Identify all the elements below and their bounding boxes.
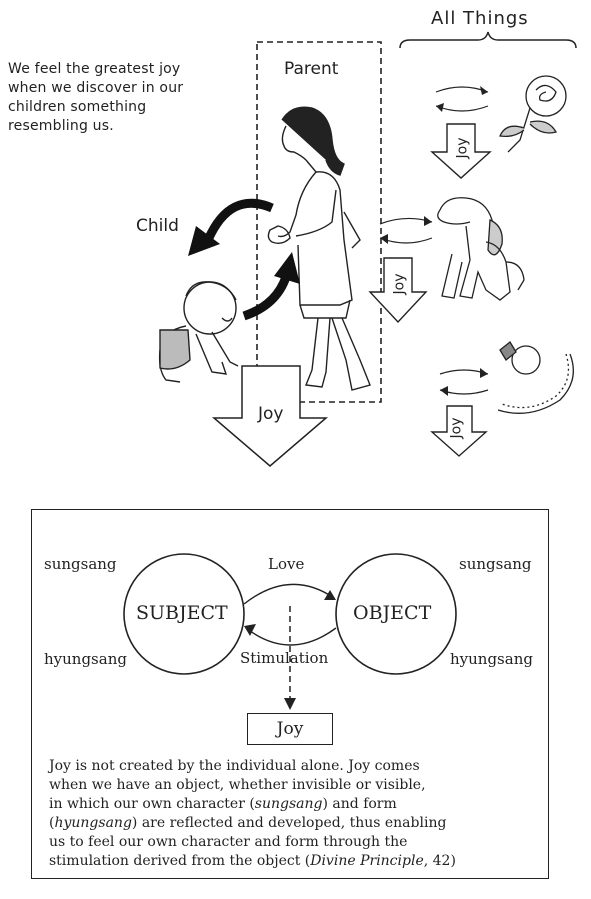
mother-figure-icon <box>267 106 371 391</box>
object-sungsang-label: sungsang <box>459 555 532 573</box>
joy-box: Joy <box>247 713 333 745</box>
all-things-label: All Things <box>431 8 529 29</box>
caption-line-4: (hyungsang) are reflected and developed,… <box>49 815 447 831</box>
rose-icon <box>499 75 567 153</box>
caption-line-1: Joy is not created by the individual alo… <box>49 758 420 774</box>
baby-figure-icon <box>158 281 239 383</box>
subject-object-panel <box>31 509 549 879</box>
parent-label: Parent <box>284 59 339 79</box>
joy-arrow-dog <box>368 257 428 324</box>
child-curved-arrow-bottom-head <box>274 252 300 284</box>
child-curved-arrow-top-head <box>188 226 220 256</box>
subject-hyungsang-label: hyungsang <box>44 650 127 668</box>
object-circle <box>335 553 457 675</box>
caption-text: Joy is not created by the individual alo… <box>49 757 539 871</box>
joy-big-arrow <box>211 365 329 467</box>
joy-jewelry-label: Joy <box>448 417 465 439</box>
object-label: OBJECT <box>353 602 432 624</box>
stimulation-arrowhead <box>244 624 256 636</box>
child-label: Child <box>136 216 179 236</box>
love-arrow <box>243 583 335 605</box>
joy-arrow-rose <box>430 123 492 179</box>
rose-exchange-arrow-top <box>435 86 489 93</box>
stimulation-arrow <box>245 627 337 646</box>
caption-line-6: stimulation derived from the object (Div… <box>49 853 456 869</box>
all-things-brace <box>399 31 577 49</box>
intro-text: We feel the greatest joy when we discove… <box>8 61 184 134</box>
joy-big-label: Joy <box>258 404 284 424</box>
rose-exchange-arrow-bottom <box>435 105 489 112</box>
joy-dog-label: Joy <box>391 273 408 295</box>
parent-dashed-box <box>256 41 382 403</box>
joy-dashed-arrowhead <box>284 698 296 710</box>
child-curved-arrow-top <box>203 198 274 242</box>
caption-line-5: us to feel our own character and form th… <box>49 834 408 850</box>
caption-line-3: in which our own character (sungsang) an… <box>49 796 397 812</box>
love-label: Love <box>268 555 305 573</box>
subject-label: SUBJECT <box>136 602 228 624</box>
ring-necklace-icon <box>497 341 574 414</box>
joy-rose-label: Joy <box>454 137 471 159</box>
subject-circle <box>123 553 245 675</box>
dog-icon <box>437 197 525 301</box>
subject-sungsang-label: sungsang <box>44 555 117 573</box>
object-hyungsang-label: hyungsang <box>450 650 533 668</box>
love-arrowhead <box>324 590 336 600</box>
caption-line-2: when we have an object, whether invisibl… <box>49 777 426 793</box>
stimulation-label: Stimulation <box>240 649 329 667</box>
joy-arrow-jewelry <box>430 405 488 457</box>
